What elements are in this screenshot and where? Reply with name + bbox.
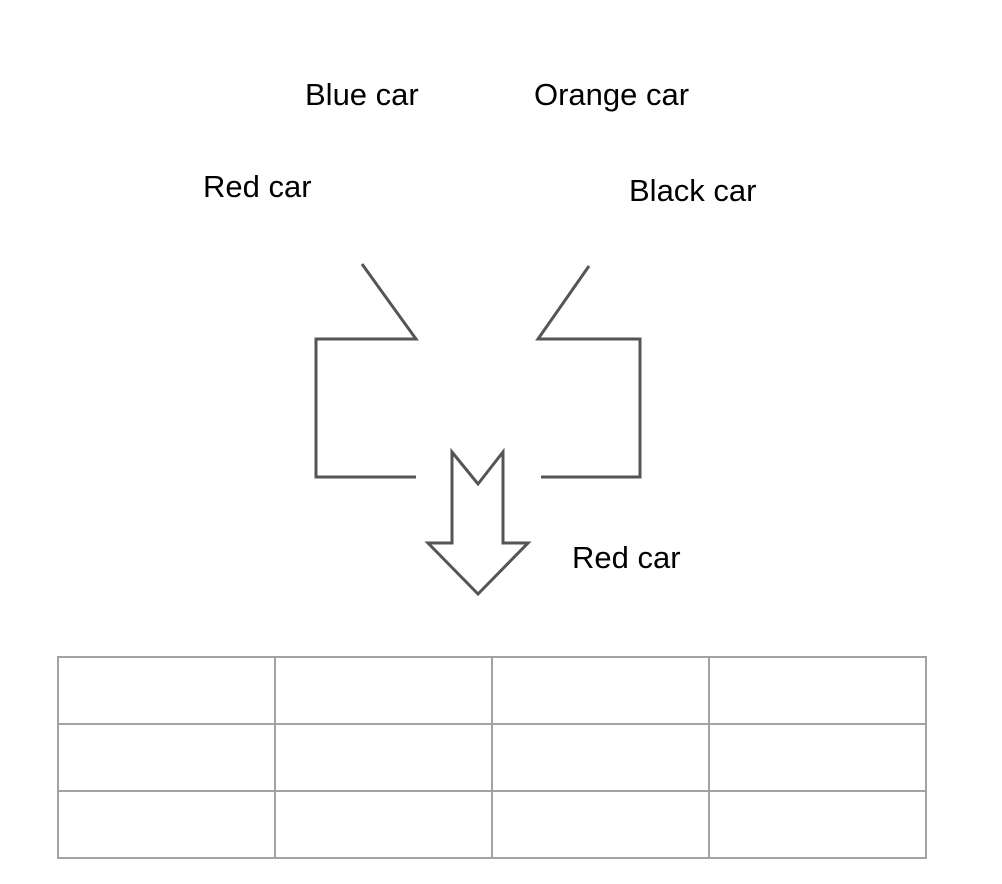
orange-car-label: Orange car <box>534 77 690 112</box>
blue-car-label: Blue car <box>305 77 419 112</box>
table-row <box>57 723 927 792</box>
black-car-label: Black car <box>629 173 757 208</box>
table-row <box>57 656 927 725</box>
table-cell <box>491 656 710 725</box>
down-arrow-icon <box>424 447 532 597</box>
table-cell <box>491 723 710 792</box>
table-cell <box>274 723 493 792</box>
table-cell <box>708 656 927 725</box>
table-cell <box>57 656 276 725</box>
table-cell <box>708 723 927 792</box>
red-car-label: Red car <box>203 169 312 204</box>
funnel-right-bracket <box>535 265 642 479</box>
table-cell <box>274 656 493 725</box>
funnel-left-bracket <box>314 263 419 479</box>
table-cell <box>57 723 276 792</box>
empty-grid-table <box>57 656 927 859</box>
table-cell <box>708 790 927 859</box>
result-red-car-label: Red car <box>572 540 681 575</box>
table-cell <box>274 790 493 859</box>
table-row <box>57 790 927 859</box>
table-cell <box>491 790 710 859</box>
table-cell <box>57 790 276 859</box>
